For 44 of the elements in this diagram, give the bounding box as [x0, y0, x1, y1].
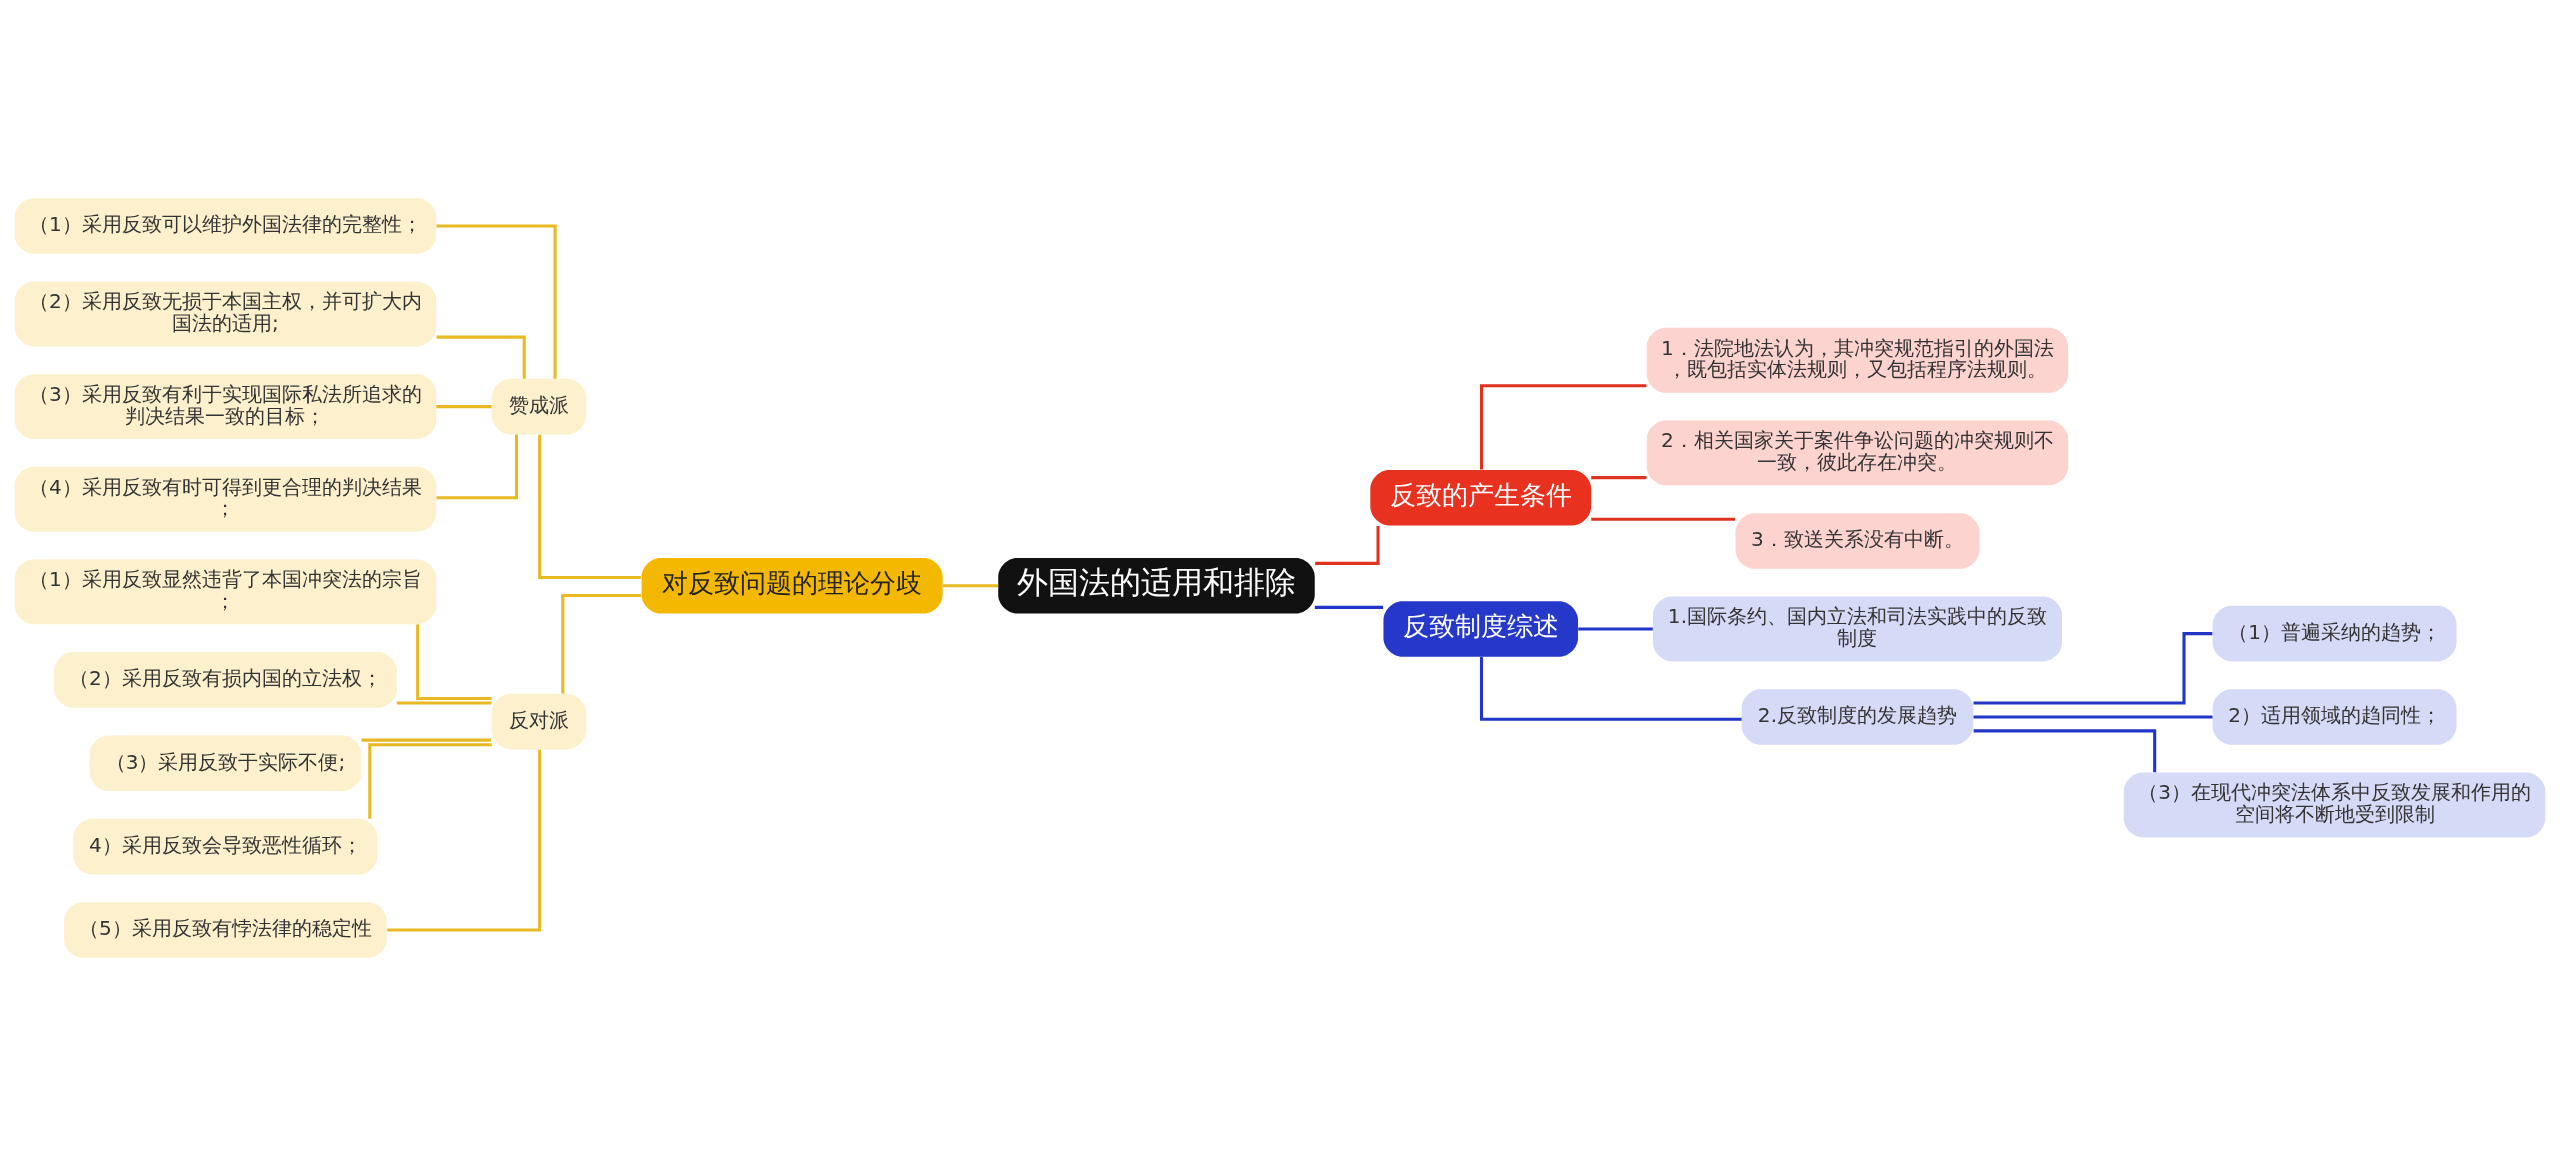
node-box: （3）在现代冲突法体系中反致发展和作用的空间将不断地受到限制: [2123, 772, 2546, 837]
node-box: 1．法院地法认为，其冲突规范指引的外国法，既包括实体法规则，又包括程序法规则。: [1646, 327, 2069, 393]
node-box: （2）采用反致无损于本国主权，并可扩大内国法的适用;: [14, 281, 437, 346]
node-box: 1.国际条约、国内立法和司法实践中的反致制度: [1652, 596, 2063, 661]
connector: [436, 433, 519, 499]
connector: [436, 404, 492, 408]
connector: [1315, 525, 1380, 565]
connector: [387, 749, 542, 932]
connector: [1578, 626, 1653, 630]
connector: [1973, 728, 2157, 772]
node-box: 2．相关国家关于案件争讼问题的冲突规则不一致，彼此存在冲突。: [1646, 420, 2069, 485]
node-box: （1）普遍采纳的趋势；: [2212, 605, 2457, 661]
node-box: 赞成派: [491, 378, 586, 434]
connector: [416, 623, 492, 700]
node-box: （5）采用反致有悖法律的稳定性: [64, 901, 387, 958]
node-box: 3．致送关系没有中断。: [1735, 512, 1980, 569]
node-box: （4）采用反致有时可得到更合理的判决结果；: [14, 466, 437, 532]
connector: [1479, 383, 1647, 469]
node-box: 外国法的适用和排除: [998, 557, 1315, 613]
node-box: （3）采用反致于实际不便;: [89, 735, 362, 791]
connector: [1479, 656, 1742, 721]
node-box: （3）采用反致有利于实现国际私法所追求的判决结果一致的目标；: [14, 373, 437, 439]
node-box: 反致的产生条件: [1370, 469, 1592, 525]
node-box: 反致制度综述: [1383, 600, 1578, 657]
node-box: 反对派: [491, 693, 586, 749]
connector: [561, 593, 642, 694]
node-box: 2.反致制度的发展趋势: [1741, 688, 1974, 745]
connector: [1591, 475, 1647, 479]
connector: [942, 583, 999, 587]
node-box: 2）适用领域的趋同性；: [2212, 688, 2457, 745]
connector: [436, 335, 526, 379]
node-box: 对反致问题的理论分歧: [641, 557, 943, 613]
connector: [1591, 517, 1736, 521]
connector: [436, 223, 557, 379]
connector: [538, 434, 641, 579]
connector: [1973, 714, 2213, 718]
connector: [1314, 605, 1384, 609]
connector: [361, 738, 492, 742]
node-box: （1）采用反致显然违背了本国冲突法的宗旨；: [14, 558, 437, 624]
node-box: 4）采用反致会导致恶性循环；: [73, 818, 378, 874]
node-box: （2）采用反致有损内国的立法权；: [54, 651, 397, 708]
connector: [368, 742, 492, 819]
node-box: （1）采用反致可以维护外国法律的完整性；: [14, 197, 437, 254]
connector: [396, 701, 492, 705]
